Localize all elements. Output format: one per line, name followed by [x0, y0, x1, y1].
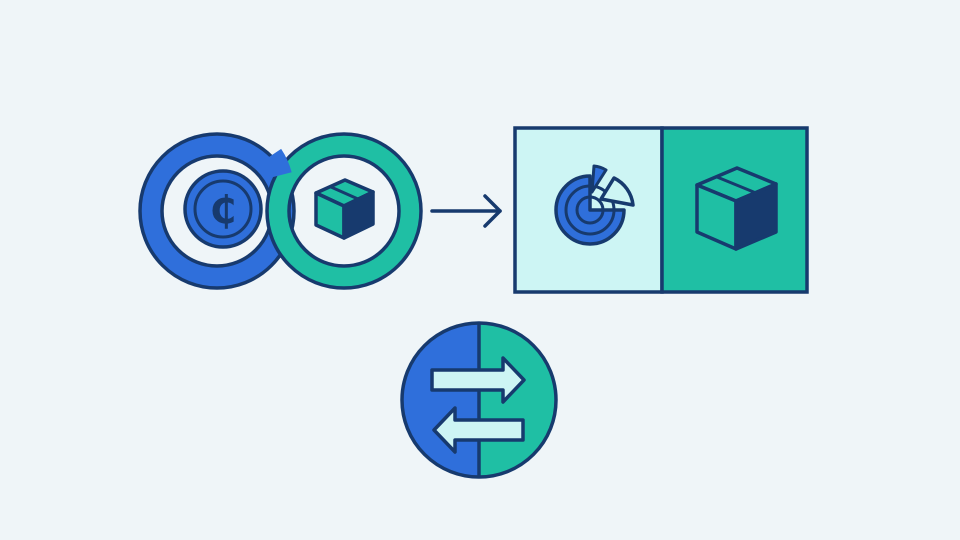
blue-ring-outer-outline: [138, 132, 296, 290]
swap-arrow-right: [430, 356, 526, 404]
box-tape: [330, 185, 359, 201]
box-large-tape: [716, 175, 757, 195]
blue-ring-over-segment: [262, 148, 292, 179]
arrow-right-icon: [430, 194, 502, 228]
pie-slice-small: [590, 164, 608, 194]
box-large-right: [734, 182, 778, 251]
teal-ring-outer-outline: [265, 132, 423, 290]
pie-chart-icon: [554, 164, 635, 246]
swap-circle-outline: [400, 321, 558, 479]
box-icon: [314, 178, 375, 240]
teal-ring: [267, 134, 421, 288]
coin-symbol: ₵: [210, 188, 236, 232]
coin-inner: [193, 179, 253, 239]
interlocked-rings: [138, 132, 423, 290]
swap-arrow-left: [432, 406, 525, 454]
pie-slice-big: [599, 176, 635, 207]
box-icon-large: [695, 166, 778, 251]
teal-ring-inner-outline: [287, 154, 401, 268]
box-right: [342, 190, 375, 240]
coin-icon: ₵: [183, 169, 263, 249]
arrow-head: [483, 194, 502, 228]
